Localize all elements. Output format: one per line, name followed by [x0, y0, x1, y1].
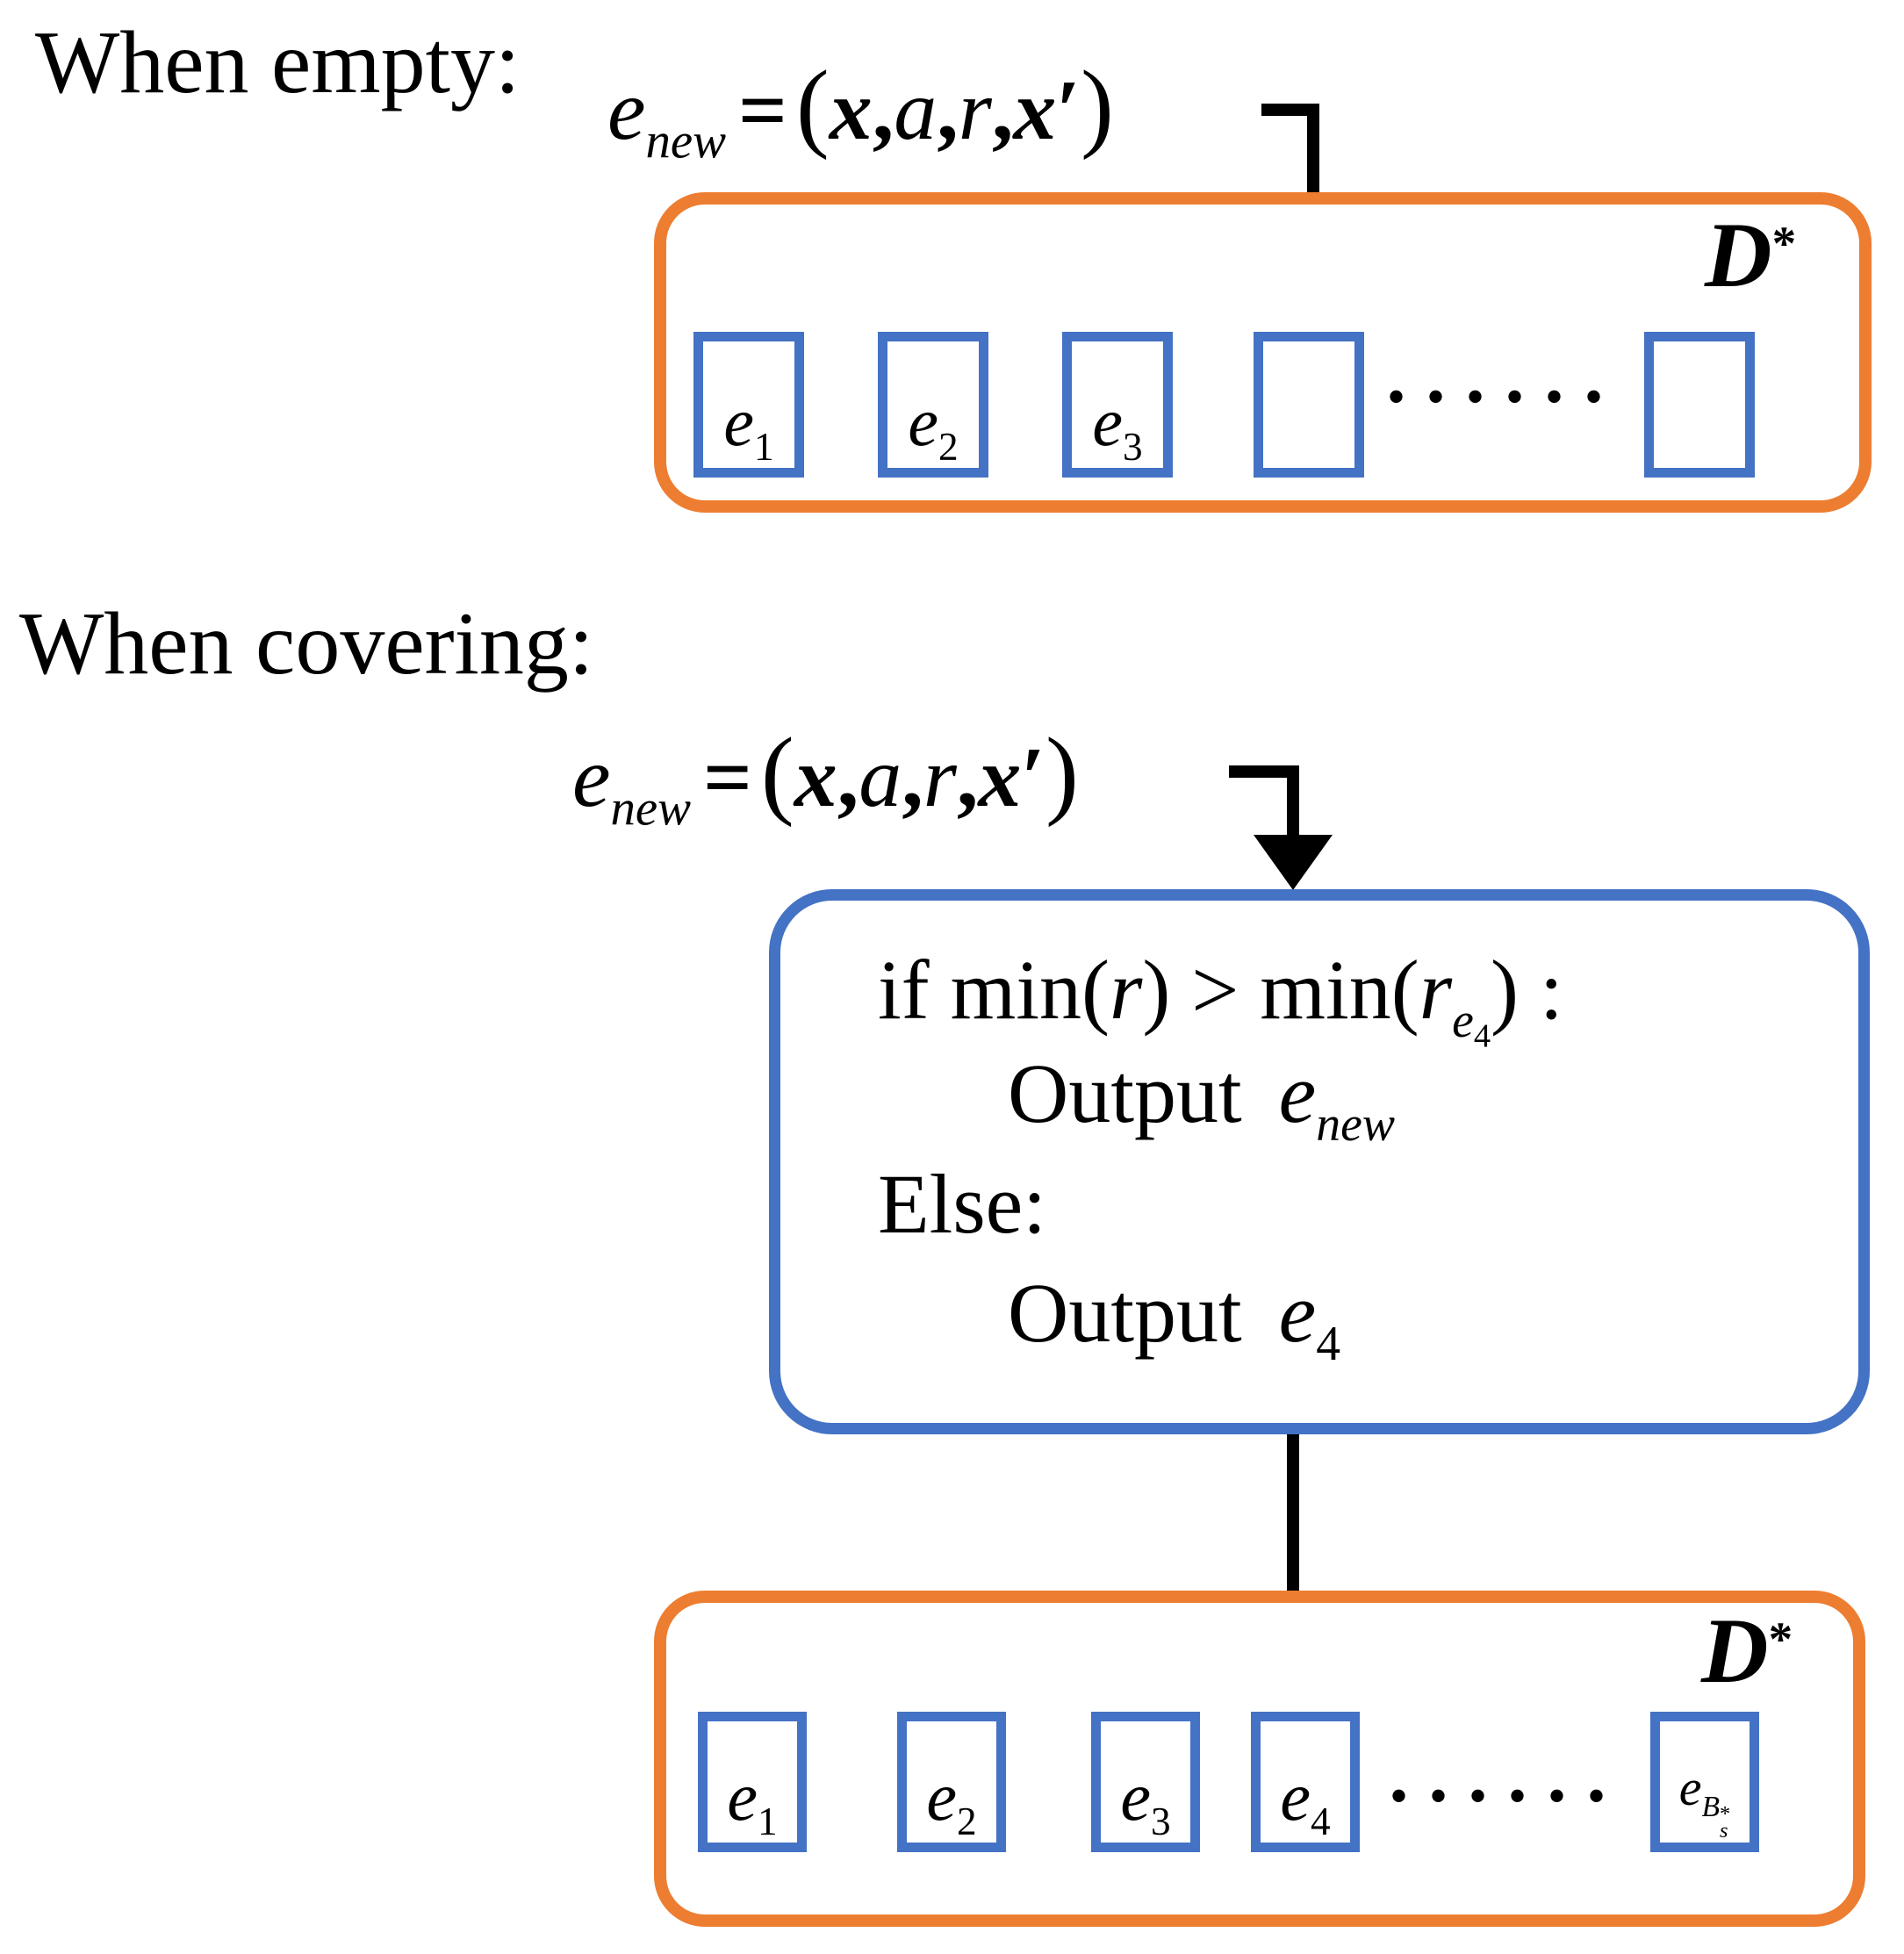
- section-title-when-covering: When covering:: [19, 594, 594, 693]
- slot-index: 2: [938, 425, 959, 470]
- dataset-star: *: [1768, 1612, 1793, 1666]
- slot-index: 2: [957, 1800, 977, 1844]
- slot-var: e: [723, 384, 754, 461]
- eq-open-paren: (: [760, 717, 794, 828]
- slot-var: e: [1092, 384, 1123, 461]
- eq-sub-new: new: [645, 113, 727, 169]
- logic-line-else: Else:: [878, 1157, 1046, 1251]
- eq-open-paren: (: [795, 50, 830, 161]
- eq-equals: =: [703, 730, 752, 825]
- r-var: r: [1109, 943, 1143, 1037]
- eq-sub-new: new: [610, 780, 692, 837]
- dataset-label-top: D*: [1705, 209, 1796, 302]
- eq-a: a: [859, 730, 902, 825]
- slot-index-B-marks: *s: [1720, 1802, 1731, 1843]
- slot-index: 1: [754, 425, 774, 470]
- slot-label: e3: [1092, 388, 1142, 467]
- r-var: r: [1419, 943, 1453, 1037]
- ellipsis-dots-top: ••••••: [1387, 368, 1625, 426]
- output-keyword: Output: [1008, 1046, 1242, 1140]
- logic-line-if: if min(r) > min(re4) :: [878, 948, 1563, 1053]
- logic-box: [769, 889, 1870, 1434]
- eq-a: a: [894, 63, 938, 158]
- arrow-into-logic-head-icon: [1254, 835, 1333, 890]
- eq-var: e: [572, 730, 611, 825]
- if-min-open: if min(: [878, 943, 1110, 1037]
- eq-comma: ,: [902, 730, 923, 825]
- dataset-label-bottom: D*: [1701, 1605, 1793, 1698]
- slot-label: e1: [727, 1763, 777, 1842]
- eq-x: x: [794, 730, 837, 825]
- slot-label: e2: [908, 388, 958, 467]
- buffer-slot-e1: e1: [698, 1712, 807, 1852]
- slot-index: 3: [1123, 425, 1143, 470]
- slot-star: *: [1720, 1802, 1731, 1827]
- slot-var: e: [1120, 1758, 1151, 1835]
- arrow-into-logic-hseg: [1229, 765, 1299, 778]
- slot-index-B: B: [1701, 1790, 1721, 1823]
- eq-prime-mark: ′: [1056, 63, 1081, 158]
- eq-r: r: [923, 730, 957, 825]
- buffer-slot-e4: e4: [1251, 1712, 1360, 1852]
- equation-enew-covering: enew=(x,a,r,x′): [572, 717, 1079, 837]
- e-var: e: [1278, 1266, 1317, 1360]
- buffer-slot-empty-target: [1254, 332, 1364, 478]
- slot-label: e2: [926, 1763, 976, 1842]
- eq-prime-mark: ′: [1021, 730, 1045, 825]
- arrow-into-logic-vseg: [1287, 765, 1299, 836]
- eq-comma: ,: [837, 730, 859, 825]
- buffer-slot-e3: e3: [1091, 1712, 1200, 1852]
- close-colon: ) :: [1491, 943, 1563, 1037]
- eq-comma: ,: [937, 63, 959, 158]
- buffer-slot-e1: e1: [693, 332, 804, 478]
- eq-x-prime: x: [1013, 63, 1057, 158]
- arrow-into-top-buffer-hseg: [1261, 104, 1319, 116]
- buffer-slot-e3: e3: [1062, 332, 1173, 478]
- e-sub-4: 4: [1316, 1317, 1341, 1372]
- slot-label: eB*s: [1679, 1763, 1731, 1843]
- e-var: e: [1278, 1046, 1317, 1140]
- slot-label: e3: [1120, 1763, 1170, 1842]
- buffer-slot-last-eB: eB*s: [1650, 1712, 1759, 1852]
- slot-var: e: [1280, 1758, 1311, 1835]
- dataset-letter: D: [1701, 1599, 1769, 1702]
- slot-index: 3: [1151, 1800, 1171, 1844]
- slot-s: s: [1720, 1818, 1728, 1843]
- eq-x-prime: x: [978, 730, 1022, 825]
- slot-var: e: [908, 384, 938, 461]
- slot-var: e: [926, 1758, 957, 1835]
- slot-index: 4: [1311, 1800, 1331, 1844]
- buffer-slot-empty-last: [1644, 332, 1755, 478]
- gt-min-open: ) > min(: [1142, 943, 1419, 1037]
- slot-var: e: [1678, 1759, 1702, 1817]
- eq-r: r: [958, 63, 992, 158]
- e-sub-new: new: [1316, 1097, 1395, 1153]
- eq-close-paren: ): [1045, 717, 1079, 828]
- buffer-slot-e2: e2: [878, 332, 988, 478]
- eq-close-paren: ): [1080, 50, 1114, 161]
- slot-index: 1: [758, 1800, 778, 1844]
- r-sub-e: e: [1452, 994, 1474, 1049]
- ellipsis-dots-bottom: ••••••: [1390, 1767, 1627, 1825]
- r-sub-4: 4: [1473, 1017, 1491, 1055]
- eq-comma: ,: [956, 730, 979, 825]
- slot-label: e1: [723, 388, 773, 467]
- eq-var: e: [607, 63, 646, 158]
- eq-equals: =: [738, 63, 787, 158]
- equation-enew-top: enew=(x,a,r,x′): [607, 50, 1114, 169]
- buffer-slot-e2: e2: [897, 1712, 1006, 1852]
- slot-var: e: [727, 1758, 758, 1835]
- eq-x: x: [829, 63, 873, 158]
- dataset-letter: D: [1705, 204, 1772, 306]
- eq-comma: ,: [872, 63, 895, 158]
- slot-label: e4: [1280, 1763, 1330, 1842]
- output-keyword: Output: [1008, 1266, 1242, 1360]
- dataset-star: *: [1771, 216, 1797, 270]
- section-title-when-empty: When empty:: [35, 13, 521, 112]
- eq-comma: ,: [991, 63, 1014, 158]
